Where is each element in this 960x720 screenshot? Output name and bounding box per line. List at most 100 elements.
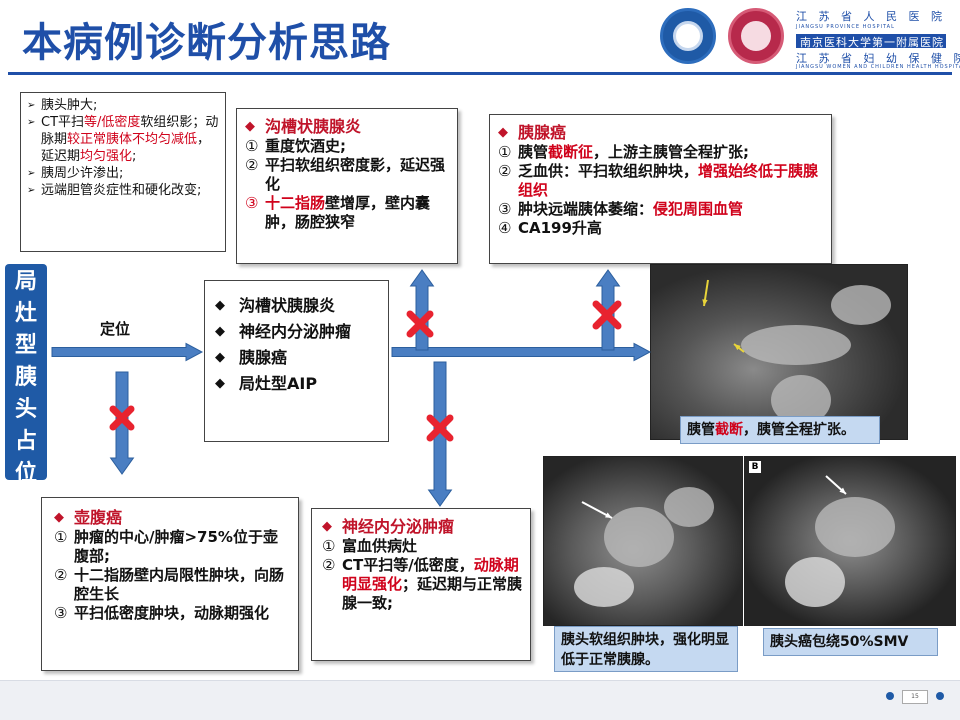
body-text: CA199升高 [518, 219, 602, 237]
highlight-text: 十二指肠 [265, 194, 326, 212]
body-text: ；延迟期与正常胰腺一致; [342, 575, 523, 612]
item-number: ① [322, 537, 336, 555]
caption-mass-enhancement: 胰头软组织肿块，强化明显低于正常胰腺。 [554, 626, 738, 672]
side-label-char: 灶 [14, 301, 37, 326]
x-mark-cancer [592, 300, 622, 330]
differential-option: 胰腺癌 [215, 345, 382, 371]
criterion-item: ③ 平扫低密度肿块，动脉期强化 [54, 604, 292, 623]
title-divider [8, 72, 952, 75]
footer-bar [0, 680, 960, 720]
side-label-char: 局 [14, 269, 37, 294]
neuroendocrine-tumor-box: 神经内分泌肿瘤 ① 富血供病灶②CT平扫等/低密度，动脉期明显强化；延迟期与正常胰… [311, 508, 531, 661]
caption-duct-cutoff: 胰管截断，胰管全程扩张。 [680, 416, 880, 444]
finding-item: 胰头肿大; [27, 97, 219, 114]
highlight-text: 增强始终低于胰腺组织 [518, 162, 819, 199]
ct-scan-smv-encasement: B [744, 456, 956, 626]
criterion-item: ② 平扫软组织密度影，延迟强化 [245, 156, 451, 194]
body-text: 软组织影；动脉期 [41, 115, 219, 147]
side-label: 局灶型胰头占位 [5, 264, 47, 486]
page-number: 15 [902, 690, 928, 704]
item-number: ③ [54, 604, 68, 622]
hospital-name-1: 江 苏 省 人 民 医 院 [796, 10, 946, 23]
highlight-text: 截断 [715, 422, 743, 438]
highlight-text: 较正常胰体不均匀减低 [67, 132, 198, 147]
net-title: 神经内分泌肿瘤 [322, 517, 524, 537]
criterion-item: ① 富血供病灶 [322, 537, 524, 556]
body-text: ，上游主胰管全程扩张; [593, 143, 750, 161]
item-number: ③ [245, 194, 259, 212]
differential-options-box: 沟槽状胰腺炎神经内分泌肿瘤胰腺癌局灶型AIP [204, 280, 389, 442]
body-text: ，胰管全程扩张。 [743, 422, 855, 438]
body-text: 胰管 [687, 422, 715, 438]
side-label-char: 头 [14, 397, 37, 422]
differential-option: 沟槽状胰腺炎 [215, 293, 382, 319]
body-text: CT平扫 [41, 115, 85, 130]
arrow-up-cancer [595, 269, 621, 351]
hospital-seal-logo [728, 8, 784, 64]
ct-scan-mass-enhancement [543, 456, 743, 626]
side-label-char: 位 [14, 461, 37, 486]
ampulla-title: 壶腹癌 [54, 508, 292, 528]
highlight-text: 均匀强化 [80, 149, 133, 164]
criterion-item: ① 肿瘤的中心/肿瘤>75%位于壶腹部; [54, 528, 292, 566]
body-text: 富血供病灶 [342, 537, 418, 555]
body-text: CT平扫等/低密度， [342, 556, 474, 574]
item-number: ③ [498, 200, 512, 218]
body-text: ，延迟期 [41, 132, 211, 164]
body-text: 肿块远端胰体萎缩： [518, 200, 654, 218]
ampullary-carcinoma-box: 壶腹癌 ①肿瘤的中心/肿瘤>75%位于壶腹部;②十二指肠壁内局限性肿块，向肠腔生… [41, 497, 299, 671]
criterion-item: ① 重度饮酒史; [245, 137, 451, 156]
caption-smv-encasement: 胰头癌包绕50%SMV [763, 628, 938, 656]
side-label-char: 占 [14, 429, 37, 454]
arrow-down-net [427, 361, 453, 507]
cancer-title: 胰腺癌 [498, 123, 825, 143]
criterion-item: ③ 肿块远端胰体萎缩：侵犯周围血管 [498, 200, 825, 219]
body-text: 平扫低密度肿块，动脉期强化 [74, 604, 270, 622]
item-number: ① [498, 143, 512, 161]
page-title: 本病例诊断分析思路 [22, 20, 391, 66]
differential-option: 神经内分泌肿瘤 [215, 319, 382, 345]
hospital-name-3: 江 苏 省 妇 幼 保 健 院 [796, 52, 960, 65]
body-text: 平扫软组织密度影，延迟强化 [265, 156, 446, 193]
body-text: 远端胆管炎症性和硬化改变; [41, 183, 202, 198]
item-number: ② [245, 156, 259, 174]
highlight-text: 侵犯周围血管 [653, 200, 744, 218]
arrow-right-cancer [391, 342, 652, 362]
body-text: 十二指肠壁内局限性肿块，向肠腔生长 [74, 566, 285, 603]
pancreatic-cancer-box: 胰腺癌 ①胰管截断征，上游主胰管全程扩张;②乏血供：平扫软组织肿块，增强始终低于… [489, 114, 832, 264]
item-number: ① [245, 137, 259, 155]
side-label-char: 胰 [14, 365, 37, 390]
highlight-text: 截断征 [548, 143, 594, 161]
imaging-findings-box: 胰头肿大;CT平扫等/低密度软组织影；动脉期较正常胰体不均匀减低，延迟期均匀强化… [20, 92, 226, 252]
body-text: 肿瘤的中心/肿瘤>75%位于壶腹部; [74, 528, 278, 565]
groove-title: 沟槽状胰腺炎 [245, 117, 451, 137]
arrow-down-ampulla [109, 371, 135, 475]
panel-label: B [749, 461, 761, 473]
groove-pancreatitis-box: 沟槽状胰腺炎 ①重度饮酒史;②平扫软组织密度影，延迟强化③十二指肠壁增厚，壁内囊… [236, 108, 458, 264]
side-label-char: 型 [14, 333, 37, 358]
finding-item: CT平扫等/低密度软组织影；动脉期较正常胰体不均匀减低，延迟期均匀强化; [27, 114, 219, 165]
differential-option: 局灶型AIP [215, 371, 382, 397]
finding-item: 胰周少许渗出; [27, 165, 219, 182]
arrow-up-groove [409, 269, 435, 351]
body-text: 胰头软组织肿块，强化明显低于正常胰腺。 [561, 632, 729, 668]
body-text: 胰周少许渗出; [41, 166, 124, 181]
body-text: 重度饮酒史; [265, 137, 346, 155]
body-text: 胰头癌包绕50%SMV [770, 634, 909, 650]
finding-item: 远端胆管炎症性和硬化改变; [27, 182, 219, 199]
x-mark-groove [406, 310, 434, 338]
body-text: ; [132, 149, 137, 164]
university-seal-logo [660, 8, 716, 64]
item-number: ① [54, 528, 68, 546]
item-number: ④ [498, 219, 512, 237]
x-mark-net [426, 414, 454, 442]
criterion-item: ④ CA199升高 [498, 219, 825, 238]
hospital-name-3-en: JIANGSU WOMEN AND CHILDREN HEALTH HOSPIT… [796, 64, 960, 70]
highlight-text: 动脉期明显强化 [342, 556, 519, 593]
hospital-name-bar [796, 34, 946, 48]
highlight-text: 等/低密度 [84, 115, 141, 130]
